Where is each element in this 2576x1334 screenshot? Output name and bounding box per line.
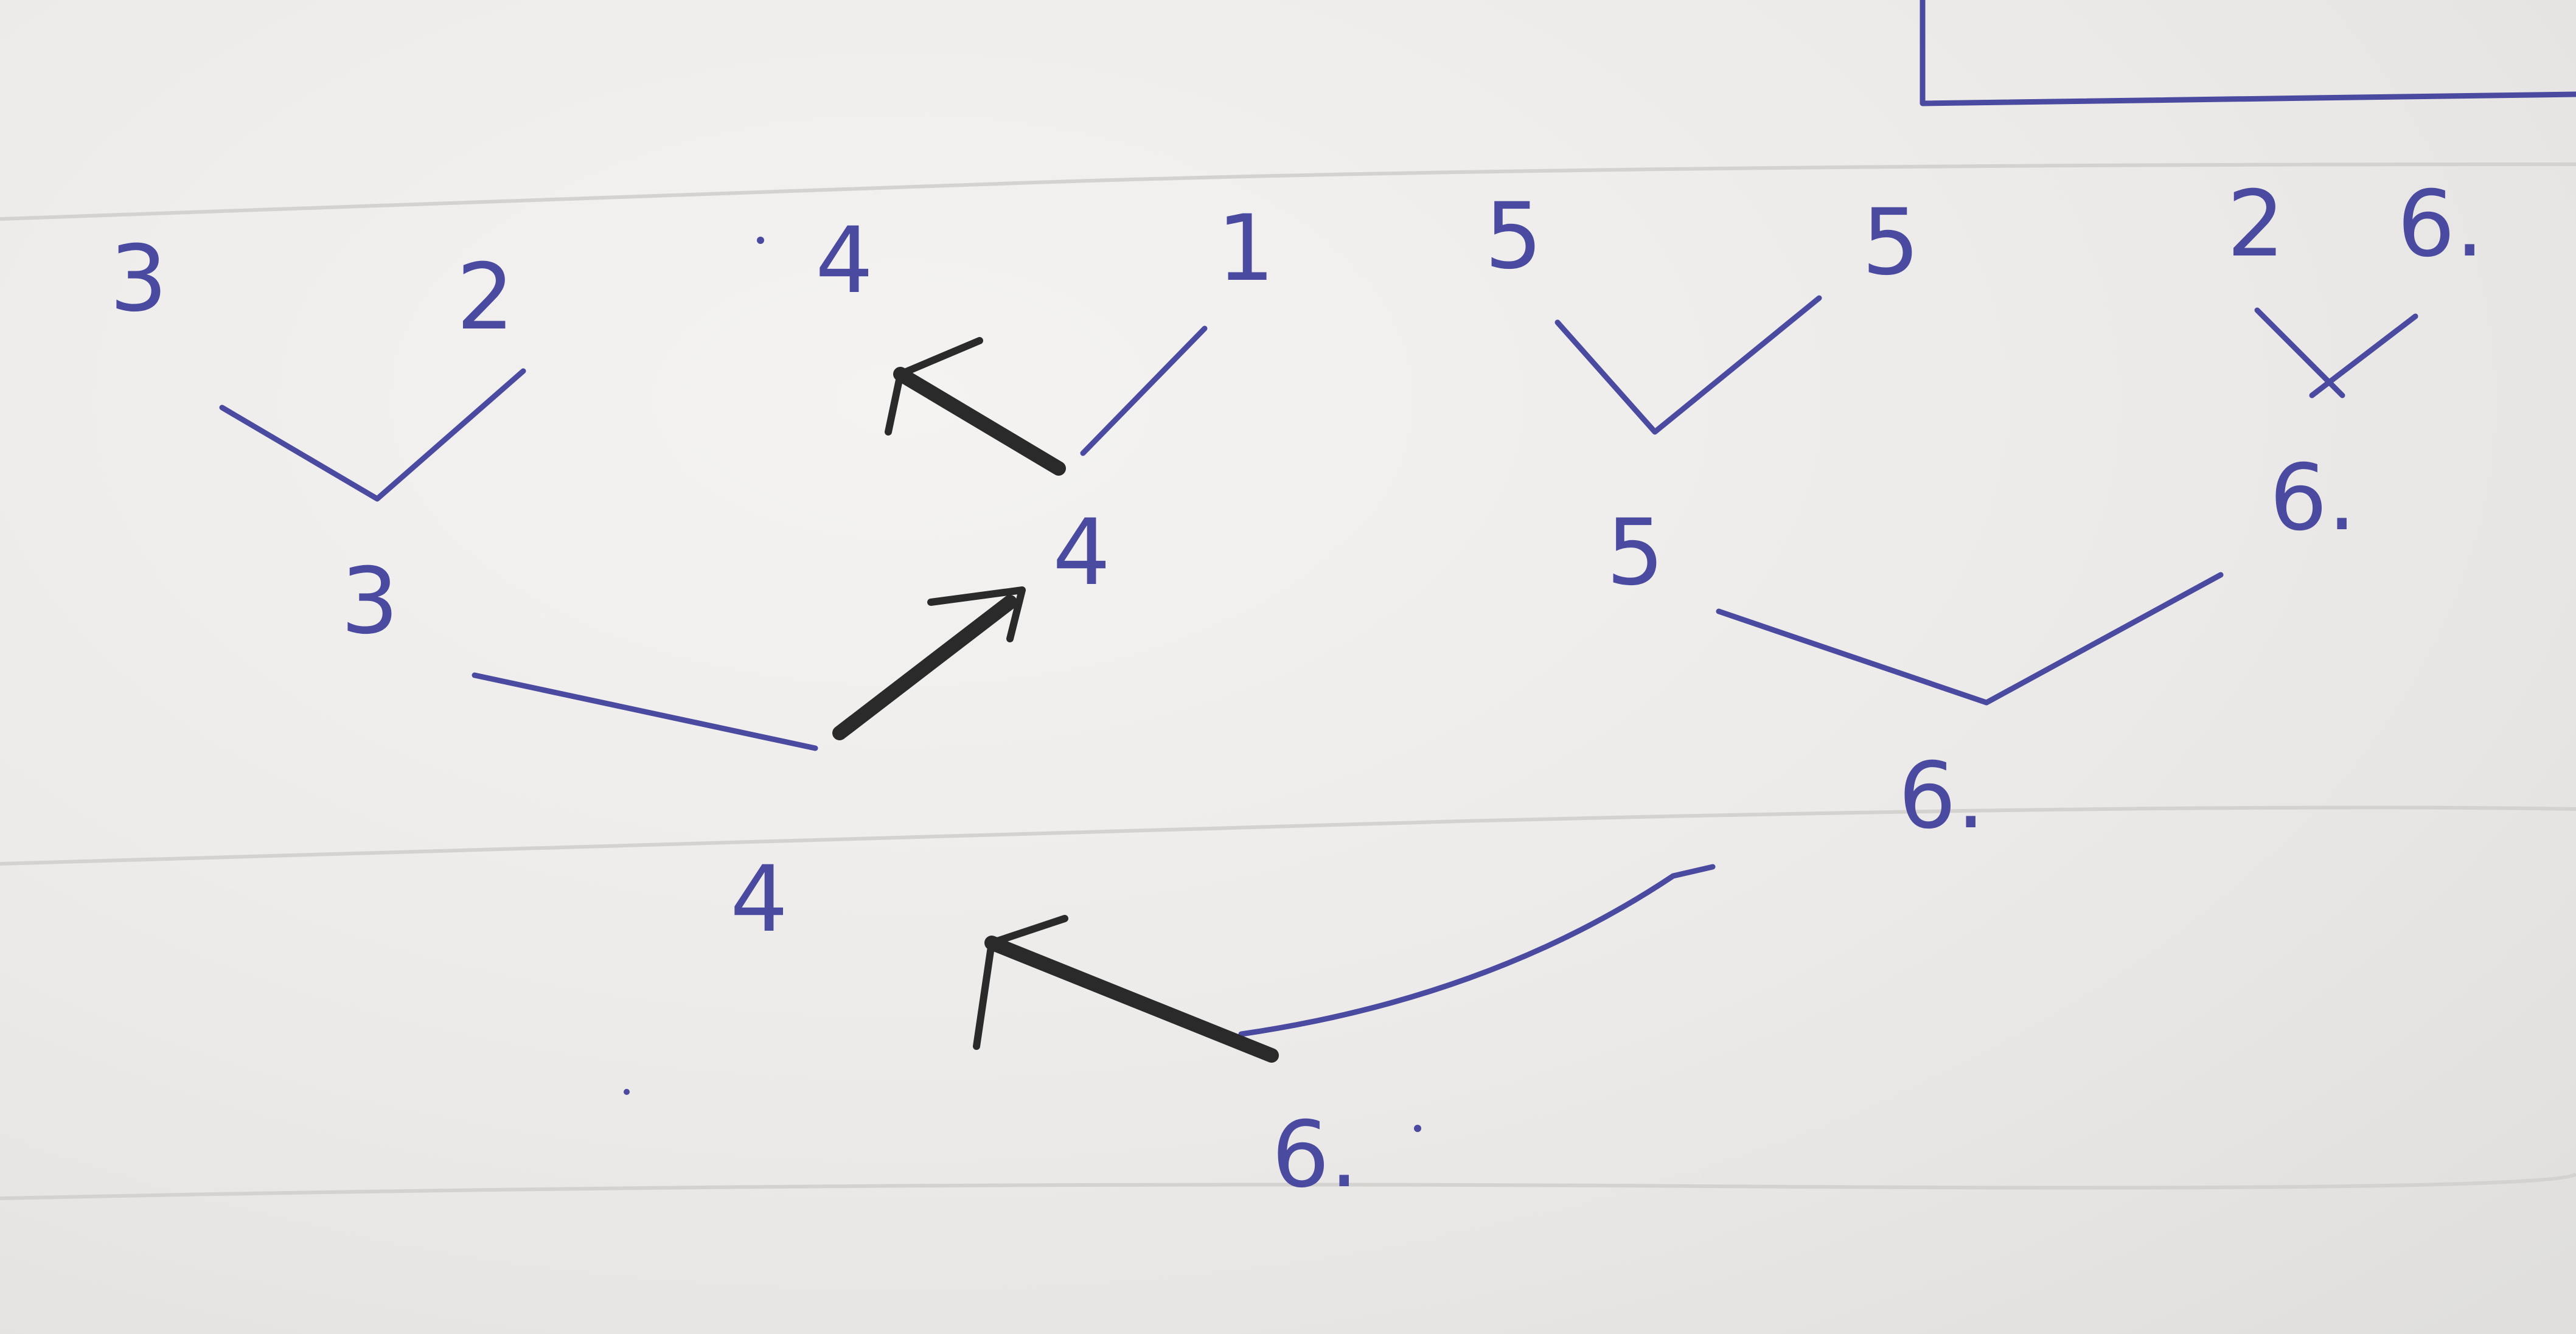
arrow-up-to-4-level1 (832, 595, 1017, 740)
paper-crease (0, 805, 2576, 866)
level2-number: 4 (730, 847, 788, 953)
connector-2-6 (2254, 307, 2418, 398)
leaf-number: 2 (456, 245, 514, 350)
level1-number: 6. (2269, 445, 2356, 551)
stray-dot (624, 1089, 630, 1095)
connector-5-6 (1716, 572, 2224, 706)
connector-3-4-left (472, 672, 818, 751)
arrowhead (927, 586, 1026, 642)
connector-4-1-right (1080, 325, 1208, 456)
arrow-up-to-4 (893, 367, 1066, 476)
arrow-up-to-4-level2 (984, 936, 1279, 1063)
level1-number: 3 (341, 549, 399, 655)
leaf-number: 2 (2227, 172, 2285, 277)
level2-number: 6. (1898, 743, 1985, 849)
level1-number: 5 (1606, 500, 1664, 606)
arrowhead (973, 915, 1068, 1050)
leaf-number: 1 (1217, 196, 1275, 302)
leaf-number: 3 (110, 226, 167, 332)
leaf-number: 5 (1485, 184, 1542, 290)
connector-3-2 (219, 368, 526, 502)
arrowhead (885, 337, 983, 436)
connector-4-6 (1238, 864, 1716, 1037)
paper-crease (0, 1172, 2576, 1200)
paper-crease (0, 162, 2576, 221)
box-outline (1920, 0, 2576, 106)
leaf-number: 4 (815, 208, 873, 314)
level1-number: 4 (1053, 500, 1110, 606)
leaf-number: 6. (2397, 172, 2484, 277)
stray-dot (1414, 1125, 1421, 1132)
connector-5-5 (1554, 295, 1822, 435)
leaf-number: 5 (1862, 190, 1920, 296)
root-number: 6. (1272, 1102, 1359, 1208)
stray-dot (757, 237, 764, 244)
